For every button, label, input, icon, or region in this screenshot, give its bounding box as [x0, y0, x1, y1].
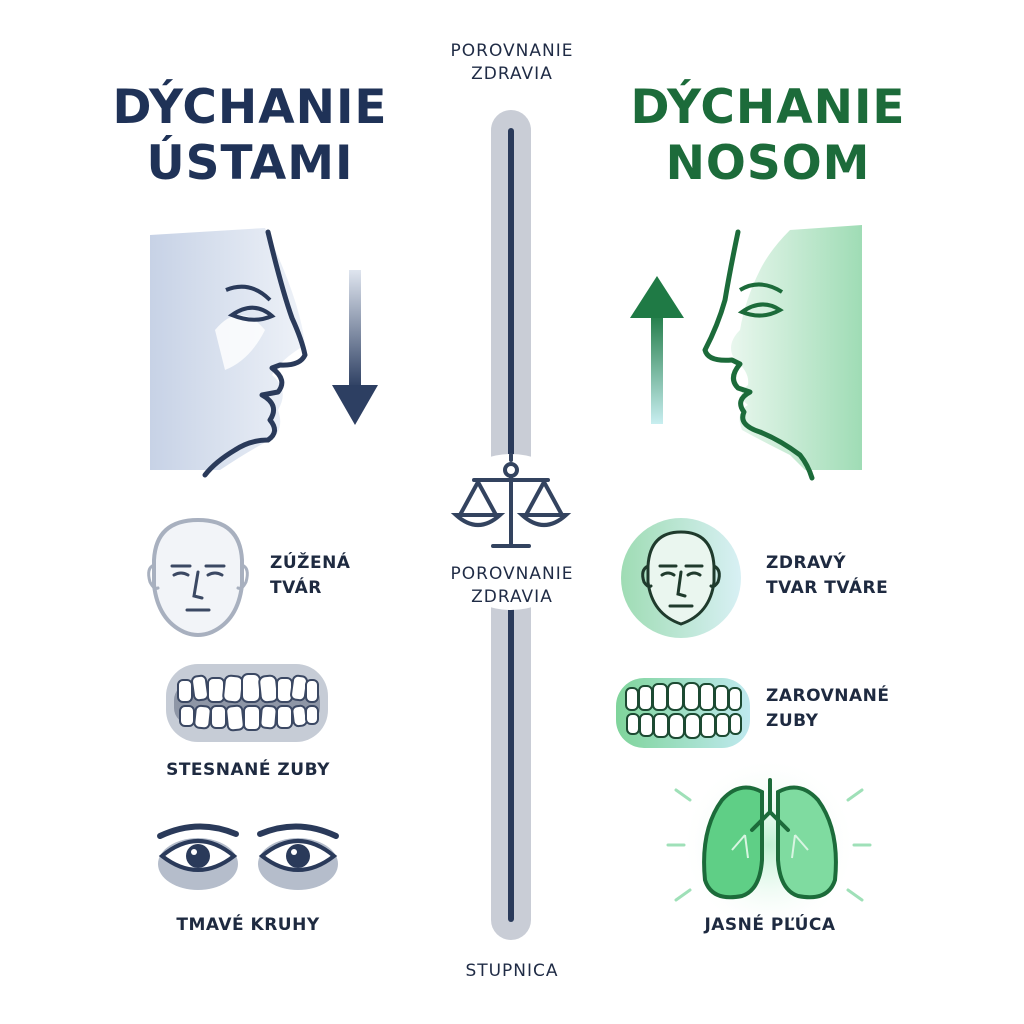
top-comparison-label: POROVNANIE ZDRAVIA [450, 41, 574, 84]
nose-breathing-face-icon [702, 225, 862, 481]
narrow-face-label: ZÚŽENÁ TVÁR [270, 553, 351, 598]
clear-lungs-icon [666, 757, 872, 933]
crowded-teeth-label: STESNANÉ ZUBY [166, 760, 330, 780]
healthy-face-label: ZDRAVÝ TVAR TVÁRE [766, 553, 889, 598]
balance-scale-icon [450, 453, 572, 548]
aligned-teeth-label: ZAROVNANÉ ZUBY [766, 686, 890, 731]
aligned-teeth-icon [616, 678, 750, 748]
crowded-teeth-icon [166, 664, 328, 742]
dark-circles-eyes-icon [157, 823, 339, 890]
down-arrow-icon [332, 270, 378, 425]
nose-breathing-title: DÝCHANIE NOSOM [630, 80, 906, 191]
up-arrow-icon [630, 276, 684, 424]
dark-circles-label: TMAVÉ KRUHY [176, 915, 320, 935]
scale-bottom-label: STUPNICA [465, 961, 559, 981]
healthy-face-icon [621, 518, 741, 638]
mouth-breathing-face-icon [150, 228, 308, 478]
mouth-breathing-title: DÝCHANIE ÚSTAMI [112, 80, 388, 191]
narrow-face-icon [147, 517, 249, 637]
clear-lungs-label: JASNÉ PĽÚCA [704, 915, 836, 935]
scale-center-label: POROVNANIE ZDRAVIA [450, 564, 574, 607]
